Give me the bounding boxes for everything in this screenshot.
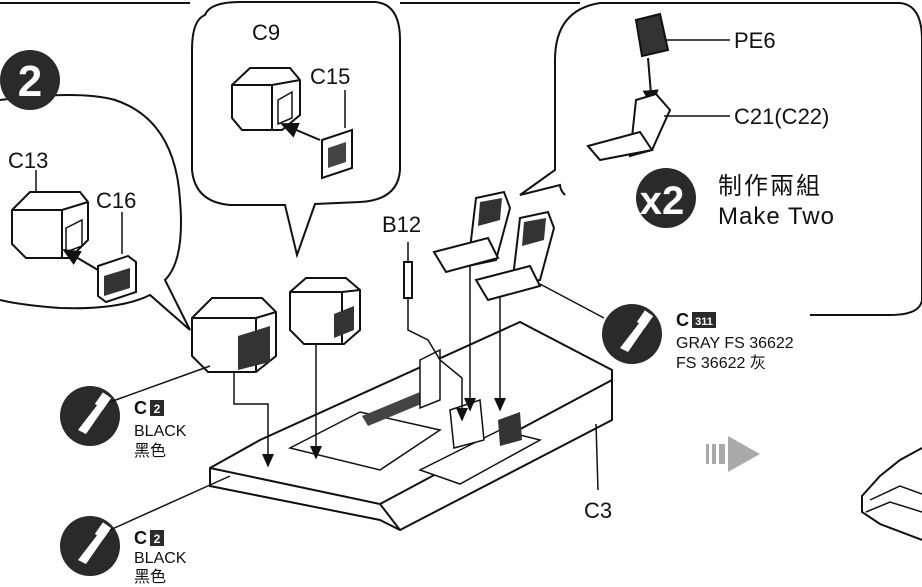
- part-pe6-drawing: [634, 12, 730, 58]
- label-c16: C16: [96, 188, 136, 213]
- seat-right-drawing: [474, 210, 556, 302]
- make-two-english: Make Two: [718, 203, 835, 230]
- make-two-chinese: 制作兩組: [718, 173, 822, 200]
- leader-c3: [595, 423, 599, 491]
- leader-gray-paint: [539, 283, 605, 319]
- paint-2-letter: C: [134, 528, 147, 548]
- label-b12: B12: [382, 212, 421, 237]
- callout-bubble-right: [519, 2, 922, 316]
- label-c13: C13: [8, 148, 48, 173]
- paint-3-name: GRAY FS 36622: [676, 335, 794, 352]
- make-two-circle: [636, 168, 696, 228]
- paint-2-chinese: 黑色: [134, 568, 166, 586]
- paint-1-chinese: 黑色: [134, 442, 166, 460]
- paint-1-letter: C: [134, 398, 147, 418]
- paint-3-code: 311: [695, 316, 713, 328]
- part-c21-drawing: [586, 92, 730, 162]
- paint-3-code-box: [692, 312, 716, 328]
- leader-paint-2: [109, 475, 231, 531]
- assembled-box-right: [289, 277, 361, 345]
- arrow-c15: [280, 122, 321, 141]
- label-c3: C3: [584, 498, 612, 523]
- paint-2-code-box: [150, 530, 164, 546]
- paint-1-name: BLACK: [134, 423, 187, 440]
- part-c15-drawing: [321, 90, 353, 180]
- guide-b12: [407, 298, 468, 422]
- label-c15: C15: [310, 64, 350, 89]
- make-two-multiplier: x2: [640, 179, 685, 223]
- hull-c3-drawing: [209, 320, 613, 532]
- paint-1-code-box: [150, 400, 164, 416]
- part-c16-drawing: [97, 212, 137, 304]
- label-pe6: PE6: [734, 28, 776, 53]
- arrow-c16: [62, 248, 99, 271]
- part-c13-drawing: [11, 170, 89, 259]
- part-c9-drawing: [231, 67, 301, 131]
- label-c21: C21(C22): [734, 104, 829, 129]
- step-number-circle: [0, 50, 60, 110]
- next-step-hull-partial: [861, 447, 922, 541]
- leader-paint-1: [109, 365, 211, 403]
- paint-2-name: BLACK: [134, 550, 187, 567]
- paint-3-chinese: FS 36622 灰: [676, 354, 766, 372]
- paint-2-code: 2: [154, 532, 161, 546]
- assembled-box-left: [191, 297, 277, 373]
- next-step-arrow-icon: [706, 436, 760, 472]
- paint-1-code: 2: [154, 402, 161, 416]
- part-b12-drawing: [403, 242, 413, 299]
- seat-left-drawing: [432, 190, 512, 274]
- step-number: 2: [18, 57, 42, 106]
- guide-left-box: [233, 372, 274, 468]
- label-c9: C9: [252, 20, 280, 45]
- callout-bubble-top: [191, 0, 401, 259]
- callout-bubble-left: [0, 94, 191, 331]
- paint-3-letter: C: [676, 310, 689, 330]
